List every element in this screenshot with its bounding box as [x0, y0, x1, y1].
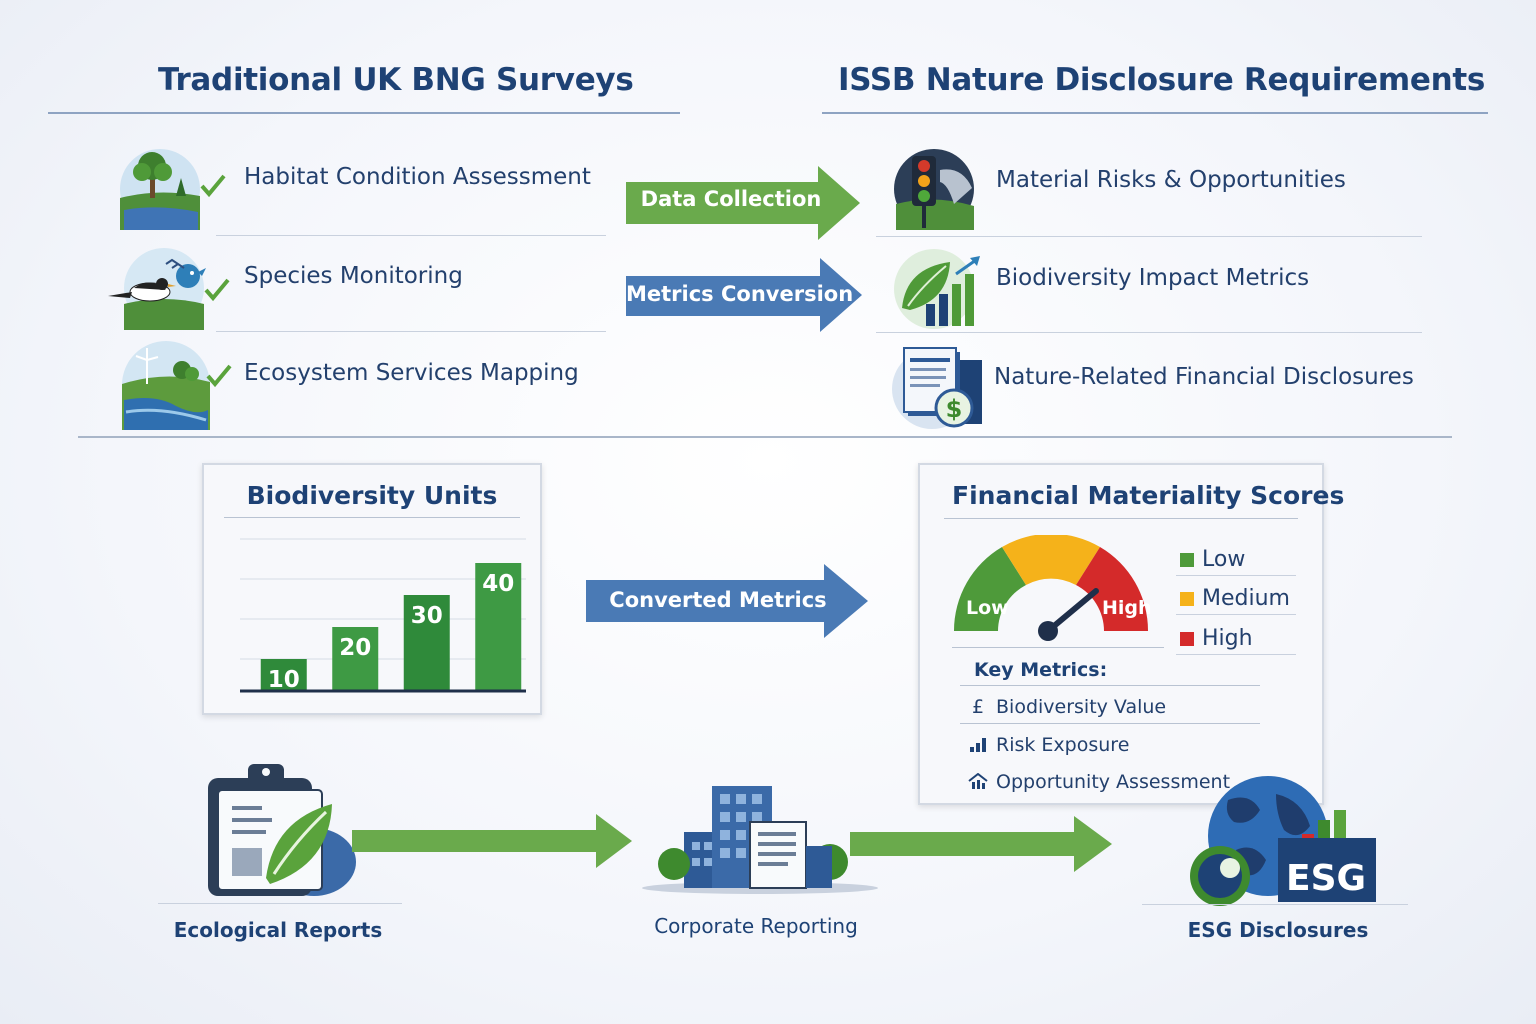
ecosystem-icon: [116, 340, 236, 430]
chart-data-label: 10: [268, 667, 300, 693]
metrics-conversion-label: Metrics Conversion: [626, 282, 854, 306]
gauge-low-label: Low: [966, 597, 1009, 619]
right-title-rule: [822, 112, 1488, 114]
survey-item-habitat: Habitat Condition Assessment: [244, 164, 591, 190]
metric-biodiversity-value: £Biodiversity Value: [972, 696, 1167, 718]
left-title-rule: [48, 112, 680, 114]
corporate-to-esg-arrow: [850, 816, 1112, 872]
financial-materiality-title: Financial Materiality Scores: [952, 481, 1345, 510]
metric-opportunity-assessment: Opportunity Assessment: [968, 771, 1230, 794]
divider: [876, 332, 1422, 333]
esg-disclosures-label: ESG Disclosures: [1187, 918, 1369, 942]
bird-icon: [106, 246, 236, 330]
legend-high: High: [1180, 626, 1253, 651]
leaf-chart-icon: [892, 248, 982, 330]
divider: [1176, 614, 1296, 615]
legend-medium: Medium: [1180, 586, 1290, 611]
biodiversity-units-panel: Biodiversity Units 10 20 30 40: [202, 463, 542, 715]
metric-risk-exposure: Risk Exposure: [970, 734, 1129, 757]
title-rule: [944, 518, 1298, 519]
biodiversity-bar-chart: 10 20 30 40: [240, 538, 526, 693]
divider: [216, 331, 606, 332]
gauge-base-rule: [952, 647, 1164, 648]
ecological-reports-label: Ecological Reports: [173, 918, 383, 942]
financial-document-icon: $: [890, 346, 990, 432]
chart-data-label: 40: [482, 571, 514, 597]
divider: [960, 723, 1260, 724]
left-section-title: Traditional UK BNG Surveys: [158, 62, 634, 98]
section-divider: [78, 436, 1452, 438]
legend-swatch-medium: [1180, 592, 1194, 606]
divider: [876, 236, 1422, 237]
divider: [216, 235, 606, 236]
chart-data-label: 30: [411, 603, 443, 629]
chart-bar: [260, 659, 307, 691]
divider: [1142, 904, 1408, 905]
chart-bar: [332, 627, 379, 691]
chart-bar: [403, 595, 450, 691]
svg-text:$: $: [946, 395, 963, 423]
data-collection-arrow: [626, 166, 860, 240]
survey-item-ecosystem: Ecosystem Services Mapping: [244, 360, 579, 386]
corporate-building-icon: [640, 784, 880, 896]
chart-bar: [475, 563, 522, 691]
disclosure-item-biodiversity: Biodiversity Impact Metrics: [996, 265, 1310, 291]
disclosure-item-risks: Material Risks & Opportunities: [996, 167, 1346, 193]
legend-swatch-high: [1180, 632, 1194, 646]
divider: [960, 685, 1260, 686]
corporate-reporting-label: Corporate Reporting: [654, 914, 858, 938]
divider: [158, 903, 402, 904]
survey-item-species: Species Monitoring: [244, 263, 463, 289]
legend-swatch-low: [1180, 553, 1194, 567]
reports-to-corporate-arrow: [352, 812, 632, 870]
gauge-high-label: High: [1102, 597, 1152, 619]
esg-globe-icon: [1180, 770, 1380, 906]
traffic-light-icon: [892, 148, 982, 230]
divider: [1176, 654, 1296, 655]
financial-materiality-panel: Financial Materiality Scores Low High Lo…: [918, 463, 1344, 805]
house-chart-icon: [968, 772, 996, 794]
pound-icon: £: [972, 696, 985, 718]
chart-data-label: 20: [339, 635, 371, 661]
divider: [1176, 575, 1296, 576]
ecological-reports-icon: [204, 760, 364, 900]
disclosure-item-financial: Nature-Related Financial Disclosures: [994, 364, 1414, 390]
data-collection-label: Data Collection: [640, 187, 822, 211]
right-section-title: ISSB Nature Disclosure Requirements: [838, 62, 1486, 98]
title-rule: [224, 517, 520, 518]
habitat-icon: [118, 148, 226, 230]
esg-badge: ESG: [1286, 858, 1367, 899]
key-metrics-title: Key Metrics:: [974, 659, 1108, 681]
metrics-conversion-arrow: [626, 258, 862, 332]
bar-chart-icon: [970, 735, 996, 757]
legend-low: Low: [1180, 547, 1245, 572]
converted-metrics-arrow: [586, 564, 868, 638]
materiality-gauge: Low High: [950, 533, 1152, 645]
converted-metrics-label: Converted Metrics: [609, 588, 827, 612]
biodiversity-units-title: Biodiversity Units: [246, 481, 498, 510]
